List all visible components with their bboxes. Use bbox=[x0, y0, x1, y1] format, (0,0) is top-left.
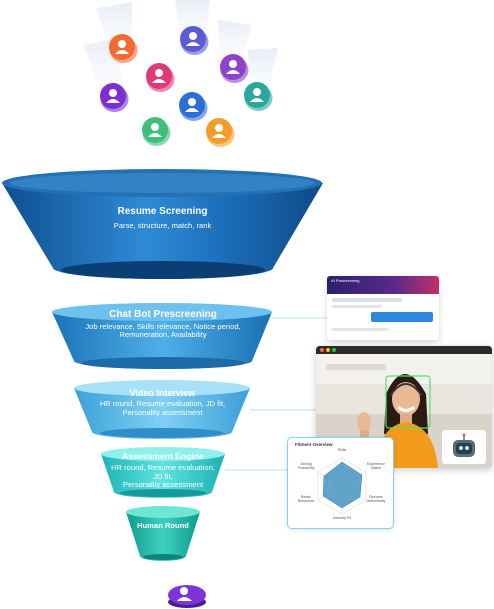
stage3-title: Video Interview bbox=[129, 388, 196, 398]
stage4-line1: HR round, Resume evaluation, JD fit, bbox=[111, 462, 215, 481]
radar-axis-label: Experience Match bbox=[367, 462, 385, 470]
funnel-stage-chat-bot bbox=[52, 303, 272, 369]
stage4-line2: Personality assessment bbox=[122, 480, 204, 490]
user-avatar-icon bbox=[146, 63, 175, 92]
stage1-title: Resume Screening bbox=[117, 206, 208, 217]
connector-lines bbox=[225, 317, 327, 471]
funnel-stage-human-round bbox=[126, 506, 200, 561]
radar-axis-label: Resume Authenticity bbox=[366, 495, 386, 503]
radar-axis-label: Industry Fit bbox=[333, 516, 351, 520]
stage1-label: Resume Screening Parse, structure, match… bbox=[60, 206, 265, 230]
stage2-label: Chat Bot Prescreening Job relevance, Ski… bbox=[72, 309, 254, 340]
stage2-line1: Job relevance, Skills relevance, Notice … bbox=[85, 321, 241, 331]
minimize-dot-icon bbox=[326, 348, 330, 352]
close-dot-icon bbox=[320, 348, 324, 352]
stage5-title: Human Round bbox=[137, 521, 189, 530]
chat-reply-bubble bbox=[371, 312, 433, 322]
funnel-stage-resume-screening bbox=[2, 169, 323, 279]
user-avatar-icon bbox=[142, 117, 171, 146]
user-avatar-icon bbox=[109, 34, 138, 63]
robot-icon bbox=[453, 433, 475, 457]
user-avatar-icon bbox=[244, 82, 273, 111]
user-avatar-icon bbox=[206, 118, 235, 147]
stage3-line2: Personality assessment bbox=[122, 408, 203, 418]
radar-axis-label: Retain Behaviour bbox=[297, 495, 315, 503]
stage3-line1: HR round, Resume evaluation, JD fit, bbox=[99, 399, 226, 409]
user-avatar-icon bbox=[220, 54, 249, 83]
stage4-label: Assessment Engine HR round, Resume evalu… bbox=[108, 451, 218, 490]
fitment-overview-card: Fitment Overview Skills Experience Match… bbox=[287, 437, 394, 529]
window-titlebar bbox=[316, 346, 492, 354]
chat-prescreening-card: AI Prescreening bbox=[327, 276, 439, 340]
stage1-subtitle: Parse, structure, match, rank bbox=[113, 220, 212, 230]
radar-axis-label: Skills bbox=[337, 448, 347, 452]
radar-axis-label: Joining Probability bbox=[297, 462, 315, 470]
chat-message-bubble bbox=[332, 328, 388, 331]
candidate-avatars bbox=[100, 26, 273, 147]
user-avatar-icon bbox=[100, 83, 129, 112]
fitment-title: Fitment Overview bbox=[295, 442, 333, 447]
funnel-stage-video-interview bbox=[74, 380, 250, 439]
hired-candidate-avatar bbox=[168, 585, 206, 608]
funnel-stage-assessment-engine bbox=[101, 447, 225, 498]
chat-message-bubble bbox=[332, 298, 402, 302]
stage4-title: Assessment Engine bbox=[122, 451, 204, 461]
stage3-label: Video Interview HR round, Resume evaluat… bbox=[90, 388, 235, 418]
stage5-label: Human Round bbox=[128, 521, 198, 531]
stage2-title: Chat Bot Prescreening bbox=[109, 309, 217, 320]
user-avatar-icon bbox=[180, 26, 209, 55]
chat-card-header: AI Prescreening bbox=[327, 276, 439, 294]
radar-chart bbox=[317, 457, 367, 515]
stage2-line2: Remuneration, Availability bbox=[119, 330, 207, 340]
maximize-dot-icon bbox=[332, 348, 336, 352]
user-avatar-icon bbox=[179, 92, 208, 121]
chat-message-bubble bbox=[332, 305, 382, 308]
